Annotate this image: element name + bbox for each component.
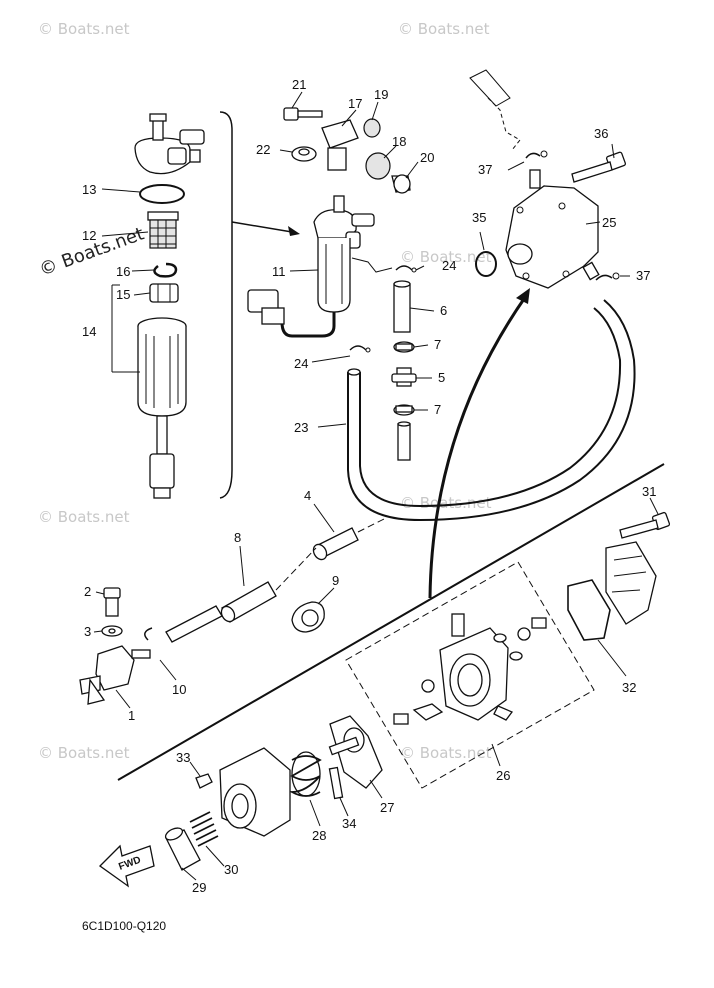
callout-17: 17: [348, 96, 362, 111]
watermark-3: © Boats.net: [400, 248, 492, 266]
watermark-1: © Boats.net: [38, 20, 130, 38]
leader-lines: [93, 91, 659, 881]
callout-37a: 37: [478, 162, 492, 177]
primer-parts-group: [79, 517, 387, 705]
callout-18: 18: [392, 134, 406, 149]
callout-5: 5: [438, 370, 445, 385]
watermark-5: © Boats.net: [400, 494, 492, 512]
callout-4: 4: [304, 488, 311, 503]
callout-28: 28: [312, 828, 326, 843]
callout-7b: 7: [434, 402, 441, 417]
callout-32: 32: [622, 680, 636, 695]
callout-30: 30: [224, 862, 238, 877]
watermarks: © Boats.net © Boats.net © Boats.net © Bo…: [38, 20, 492, 762]
callout-22: 22: [256, 142, 270, 157]
callout-numbers: 1 2 3 4 5 6 7 7 8 9 10 11 12 13 14 15 16…: [82, 77, 656, 895]
callout-37b: 37: [636, 268, 650, 283]
callout-12: 12: [82, 228, 96, 243]
callout-6: 6: [440, 303, 447, 318]
callout-24a: 24: [442, 258, 456, 273]
callout-20: 20: [420, 150, 434, 165]
callout-1: 1: [128, 708, 135, 723]
watermark-2: © Boats.net: [398, 20, 490, 38]
fuel-filter-assembly-group: [247, 107, 636, 522]
fuel-pump-group: [469, 69, 626, 289]
callout-33: 33: [176, 750, 190, 765]
fuel-filter-exploded-group: [111, 111, 300, 499]
callout-24b: 24: [294, 356, 308, 371]
callout-13: 13: [82, 182, 96, 197]
callout-21: 21: [292, 77, 306, 92]
callout-9: 9: [332, 573, 339, 588]
callout-8: 8: [234, 530, 241, 545]
callout-36: 36: [594, 126, 608, 141]
callout-2: 2: [84, 584, 91, 599]
callout-29: 29: [192, 880, 206, 895]
callout-27: 27: [380, 800, 394, 815]
callout-23: 23: [294, 420, 308, 435]
callout-14: 14: [82, 324, 96, 339]
callout-16: 16: [116, 264, 130, 279]
callout-26: 26: [496, 768, 510, 783]
callout-7a: 7: [434, 337, 441, 352]
callout-11: 11: [272, 264, 286, 279]
callout-3: 3: [84, 624, 91, 639]
watermark-6: © Boats.net: [38, 744, 130, 762]
watermark-4: © Boats.net: [38, 508, 130, 526]
callout-15: 15: [116, 287, 130, 302]
watermark-7: © Boats.net: [400, 744, 492, 762]
callout-25: 25: [602, 215, 616, 230]
callout-34: 34: [342, 816, 356, 831]
callout-10: 10: [172, 682, 186, 697]
callout-35: 35: [472, 210, 486, 225]
diagram-code: 6C1D100-Q120: [82, 919, 166, 933]
primer-pump-exploded-group: FWD: [98, 511, 671, 888]
callout-31: 31: [642, 484, 656, 499]
callout-19: 19: [374, 87, 388, 102]
